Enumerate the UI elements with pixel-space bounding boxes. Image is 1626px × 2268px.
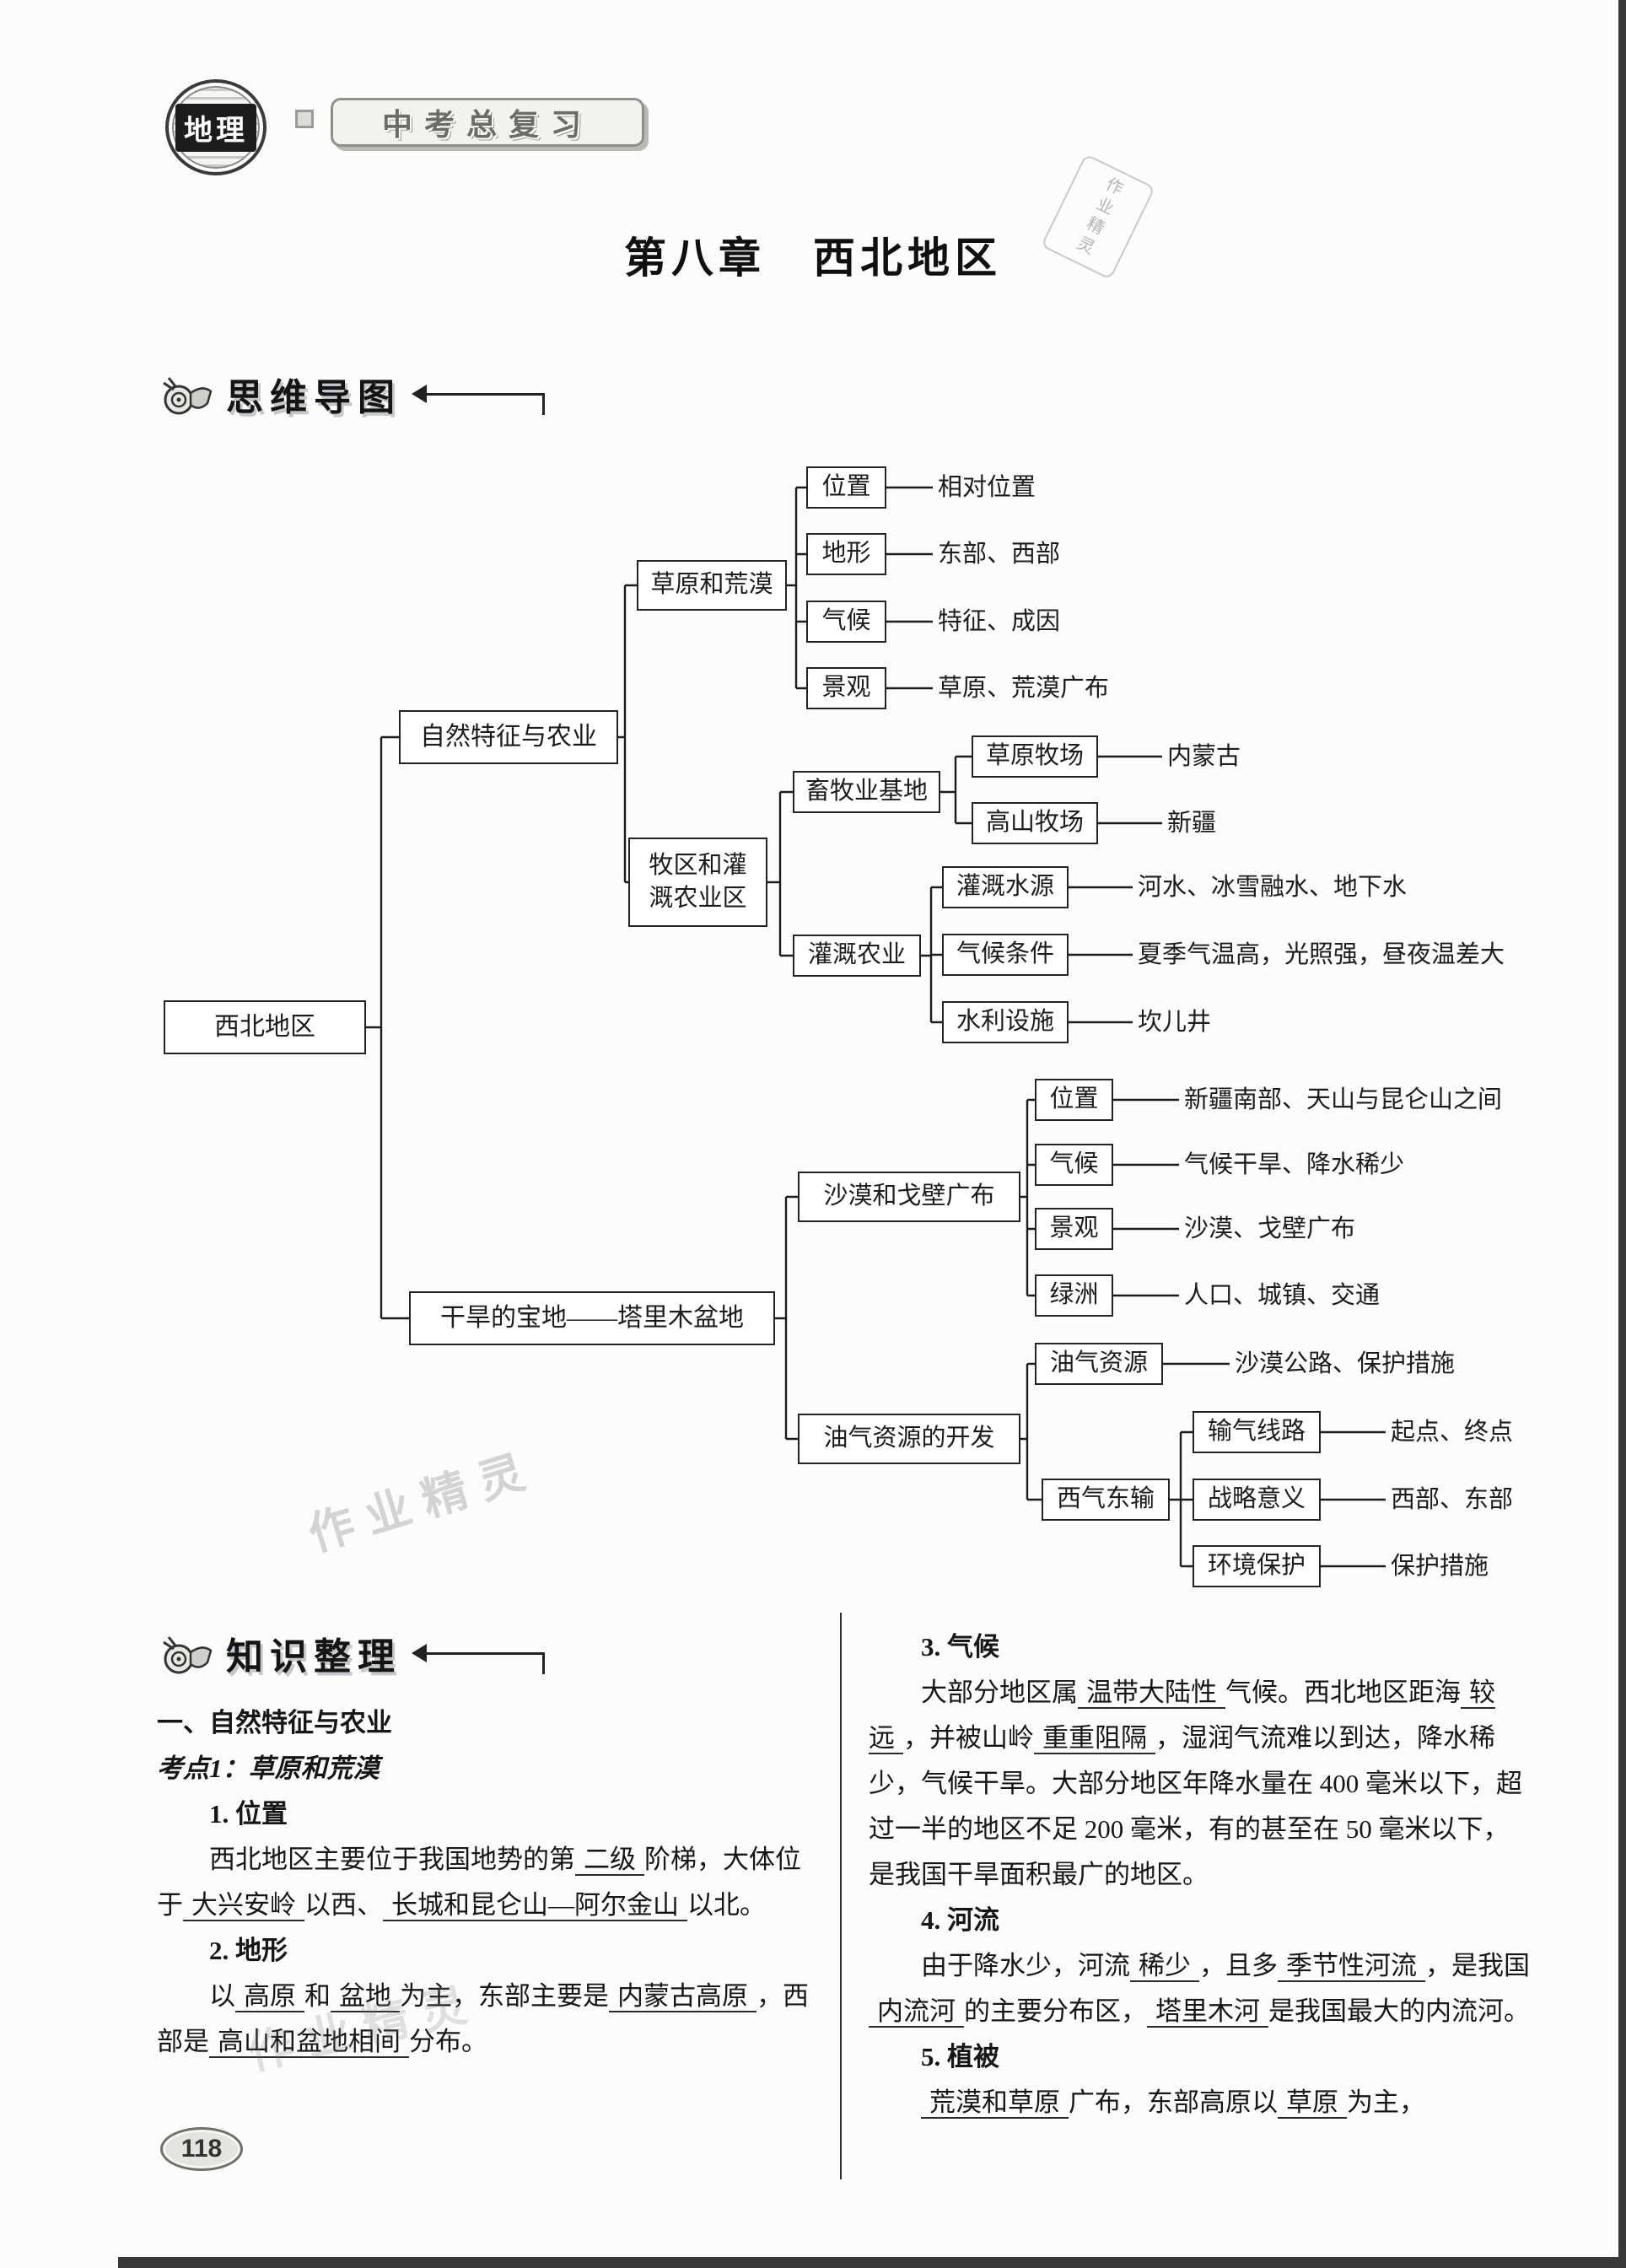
fill-in-blank-answer: 二级 xyxy=(575,1845,644,1876)
fill-in-blank-answer: 季节性河流 xyxy=(1278,1951,1425,1982)
scan-edge-right xyxy=(1618,0,1626,2268)
mindmap-leaf: 草原、荒漠广布 xyxy=(938,675,1110,702)
subject-logo: 地理 xyxy=(165,79,267,175)
mindmap-leaf: 夏季气温高，光照强，昼夜温差大 xyxy=(1138,941,1505,968)
mindmap-leaf: 内蒙古 xyxy=(1167,743,1241,770)
fill-in-blank-answer: 高原 xyxy=(235,1981,304,2012)
mindmap-leaf: 保护措施 xyxy=(1391,1553,1489,1580)
fill-in-blank-answer: 荒漠和草原 xyxy=(921,2088,1069,2119)
mindmap-leaf: 新疆 xyxy=(1167,810,1217,837)
knowledge-heading-terrain: 2. 地形 xyxy=(209,1936,288,1965)
mindmap-node-strategic-meaning: 战略意义 xyxy=(1193,1479,1321,1521)
mindmap-leaf: 沙漠、戈壁广布 xyxy=(1184,1215,1356,1242)
knowledge-part1-title: 一、自然特征与农业 xyxy=(157,1708,392,1737)
mindmap-node-livestock-base: 畜牧业基地 xyxy=(793,771,940,813)
subject-badge: 地理 xyxy=(175,103,256,152)
arrow-left-icon xyxy=(412,385,427,403)
knowledge-paragraph-climate: 大部分地区属温带大陆性气候。西北地区距海较远，并被山岭重重阻隔，湿润气流难以到达… xyxy=(869,1678,1522,1889)
mindmap-node-oil-gas-development: 油气资源的开发 xyxy=(798,1414,1020,1464)
mindmap-leaf: 坎儿井 xyxy=(1138,1009,1212,1036)
column-divider xyxy=(840,1613,842,2179)
review-banner: 中考总复习 xyxy=(331,98,644,147)
knowledge-section-header: 知识整理 xyxy=(157,1624,545,1683)
mindmap-leaf: 人口、城镇、交通 xyxy=(1184,1282,1381,1309)
mindmap-node-tarim-landscape: 景观 xyxy=(1035,1208,1113,1250)
fill-in-blank-answer: 重重阻隔 xyxy=(1034,1723,1155,1754)
mindmap-leaf: 新疆南部、天山与昆仑山之间 xyxy=(1184,1086,1503,1113)
knowledge-paragraph-vegetation: 荒漠和草原广布，东部高原以草原为主， xyxy=(869,2080,1535,2125)
mindmap-leaf: 东部、西部 xyxy=(938,541,1061,568)
mindmap-node-climate: 气候 xyxy=(806,601,886,643)
mindmap-node-natural-features: 自然特征与农业 xyxy=(399,710,618,764)
mindmap-node-arid-treasure: 干旱的宝地——塔里木盆地 xyxy=(409,1291,775,1345)
page-number: 118 xyxy=(160,2127,243,2171)
mindmap-node-oasis: 绿洲 xyxy=(1035,1274,1113,1317)
fill-in-blank-answer: 较远 xyxy=(869,1678,1495,1754)
snail-cart-icon xyxy=(163,377,213,415)
arrow-left-icon xyxy=(412,1644,427,1662)
knowledge-kaodian1: 考点1：草原和荒漠 xyxy=(157,1754,380,1783)
mindmap-node-water-facilities: 水利设施 xyxy=(942,1001,1069,1043)
fill-in-blank-answer: 高山和盆地相间 xyxy=(209,2027,409,2058)
mindmap-leaf: 起点、终点 xyxy=(1391,1419,1514,1446)
mindmap-section-title: 思维导图 xyxy=(226,377,401,418)
knowledge-right-column: 3. 气候 大部分地区属温带大陆性气候。西北地区距海较远，并被山岭重重阻隔，湿润… xyxy=(869,1624,1535,2125)
fill-in-blank-answer: 内蒙古高原 xyxy=(609,1981,756,2012)
knowledge-heading-location: 1. 位置 xyxy=(209,1799,288,1829)
mindmap-node-irrigated-agriculture: 灌溉农业 xyxy=(793,935,921,977)
mindmap-leaf: 河水、冰雪融水、地下水 xyxy=(1138,874,1408,901)
knowledge-paragraph-location: 西北地区主要位于我国地势的第二级阶梯，大体位于大兴安岭以西、长城和昆仑山—阿尔金… xyxy=(157,1845,801,1921)
fill-in-blank-answer: 稀少 xyxy=(1130,1951,1199,1982)
decorative-square xyxy=(295,110,314,128)
mindmap-node-landscape: 景观 xyxy=(806,667,886,709)
mindmap-root-node: 西北地区 xyxy=(164,1000,366,1054)
mindmap-leaf: 相对位置 xyxy=(938,474,1036,501)
knowledge-heading-vegetation: 5. 植被 xyxy=(921,2042,999,2071)
mindmap-node-grassland-ranch: 草原牧场 xyxy=(972,735,1098,778)
mindmap-node-terrain: 地形 xyxy=(806,533,886,575)
mindmap-node-tarim-climate: 气候 xyxy=(1035,1144,1113,1186)
fill-in-blank-answer: 草原 xyxy=(1278,2088,1347,2119)
fill-in-blank-answer: 长城和昆仑山—阿尔金山 xyxy=(383,1890,687,1921)
mindmap-node-grassland-desert: 草原和荒漠 xyxy=(637,560,787,611)
mindmap-node-alpine-ranch: 高山牧场 xyxy=(972,802,1098,844)
mindmap-section-header: 思维导图 xyxy=(157,364,545,423)
chapter-title: 第八章 西北地区 xyxy=(624,234,1002,282)
mindmap-node-climate-conditions: 气候条件 xyxy=(942,934,1069,976)
scan-edge-bottom xyxy=(118,2257,1626,2268)
fill-in-blank-answer: 温带大陆性 xyxy=(1078,1678,1225,1709)
mindmap-node-oil-gas-resources: 油气资源 xyxy=(1035,1343,1163,1385)
header-tail-line xyxy=(427,393,545,415)
fill-in-blank-answer: 塔里木河 xyxy=(1147,1996,1268,2028)
mindmap-node-environment-protection: 环境保护 xyxy=(1193,1545,1321,1587)
fill-in-blank-answer: 盆地 xyxy=(331,1981,400,2012)
mindmap-node-irrigation-source: 灌溉水源 xyxy=(942,866,1069,908)
mindmap-node-desert-gobi: 沙漠和戈壁广布 xyxy=(798,1172,1020,1222)
header-tail-line xyxy=(427,1652,545,1674)
mindmap-leaf: 特征、成因 xyxy=(938,608,1061,635)
fill-in-blank-answer: 大兴安岭 xyxy=(183,1890,304,1921)
mindmap-node-pastoral-irrigation: 牧区和灌 溉农业区 xyxy=(628,838,767,927)
mindmap-leaf: 气候干旱、降水稀少 xyxy=(1184,1151,1405,1178)
mindmap-leaf: 沙漠公路、保护措施 xyxy=(1235,1350,1456,1377)
mindmap-leaf: 西部、东部 xyxy=(1391,1486,1514,1513)
knowledge-paragraph-terrain: 以高原和盆地为主，东部主要是内蒙古高原，西部是高山和盆地相间分布。 xyxy=(157,1981,809,2058)
mindmap-node-pipeline-route: 输气线路 xyxy=(1193,1411,1321,1453)
mindmap-node-west-east-gas: 西气东输 xyxy=(1042,1479,1170,1521)
fill-in-blank-answer: 内流河 xyxy=(869,1996,964,2028)
mindmap-node-location: 位置 xyxy=(806,466,886,509)
snail-cart-icon xyxy=(163,1636,213,1674)
mindmap-node-tarim-location: 位置 xyxy=(1035,1079,1113,1121)
knowledge-heading-climate: 3. 气候 xyxy=(921,1632,999,1662)
knowledge-heading-rivers: 4. 河流 xyxy=(921,1905,999,1935)
knowledge-section-title: 知识整理 xyxy=(226,1636,401,1678)
knowledge-left-column: 一、自然特征与农业 考点1：草原和荒漠 1. 位置 西北地区主要位于我国地势的第… xyxy=(157,1700,815,2065)
knowledge-paragraph-rivers: 由于降水少，河流稀少，且多季节性河流，是我国内流河的主要分布区，塔里木河是我国最… xyxy=(869,1943,1535,2034)
